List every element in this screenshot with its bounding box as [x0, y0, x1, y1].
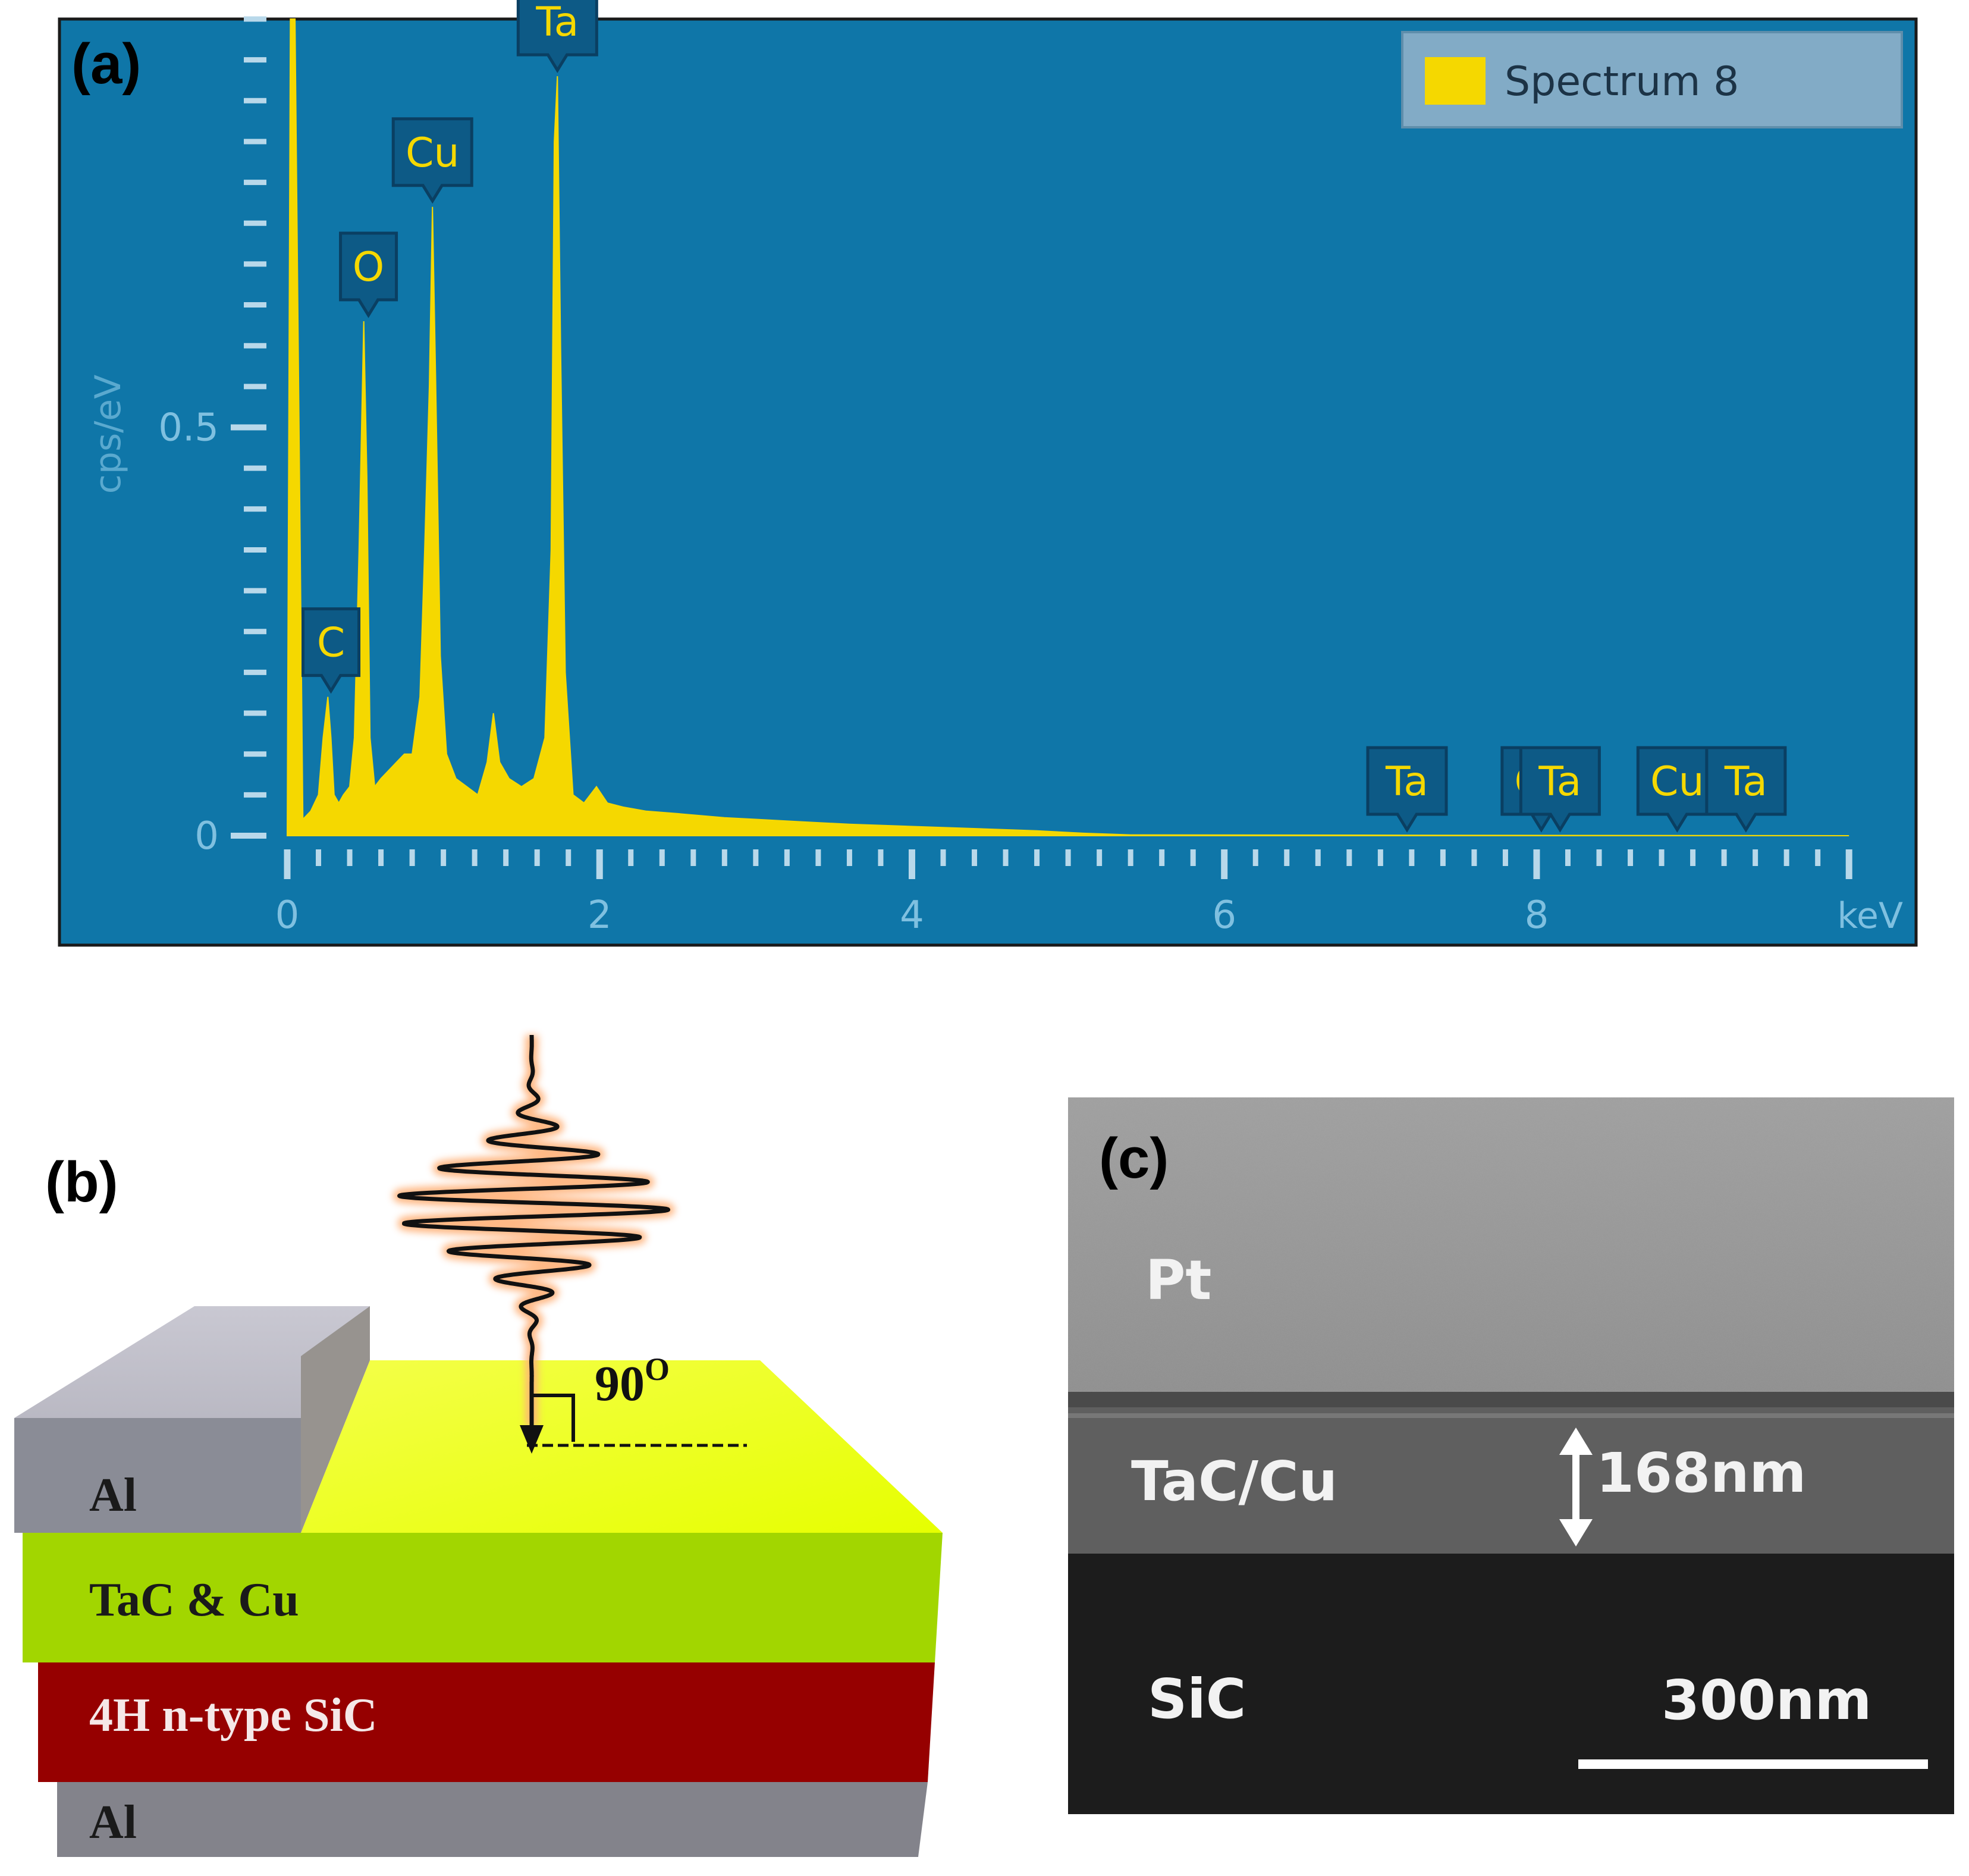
peak-marker [1366, 746, 1448, 833]
peak-label-ta: Ta [1705, 746, 1787, 833]
panel-c-label: (c) [1099, 1127, 1169, 1190]
y-axis: 00.5 [158, 16, 266, 858]
peak-marker [516, 0, 598, 73]
x-tick-label: 8 [1525, 893, 1549, 937]
substrate-label: 4H n-type SiC [89, 1689, 378, 1742]
peak-label-o: O [339, 231, 398, 318]
light-wave-packet [397, 1033, 671, 1428]
x-axis-label: keV [1837, 895, 1903, 937]
bottom-contact-label: Al [89, 1796, 137, 1849]
right-angle-marker [532, 1394, 575, 1442]
spectrum-series [286, 18, 1849, 836]
peak-marker [391, 117, 473, 204]
thickness-arrow-up-icon [1559, 1428, 1593, 1455]
sem-film-edge [1068, 1413, 1954, 1418]
top-contact-label: Al [89, 1469, 137, 1521]
arrow-head-icon [520, 1425, 544, 1454]
peak-element-label: Ta [1724, 758, 1767, 805]
top-contact-side-face [301, 1306, 370, 1533]
sem-pt-label: Pt [1145, 1248, 1211, 1312]
peak-label-c: C [302, 607, 361, 694]
peak-label-ta: Ta [1519, 746, 1601, 833]
peak-element-label: Cu [406, 130, 460, 177]
sem-texture [1068, 1097, 1954, 1407]
x-axis: 0 2 4 6 8 [275, 849, 1852, 937]
angle-label: 90O [595, 1351, 670, 1411]
peak-marker [302, 607, 361, 694]
peak-element-label: Ta [1538, 758, 1581, 805]
legend: Spectrum 8 [1401, 31, 1903, 128]
peak-marker [1519, 746, 1601, 833]
sem-substrate-label: SiC [1148, 1667, 1246, 1731]
thickness-arrow-down-icon [1559, 1519, 1593, 1546]
peak-label-ta: Ta [516, 0, 598, 73]
scalebar [1578, 1759, 1928, 1769]
panel-a-label: (a) [71, 32, 141, 96]
legend-swatch [1425, 57, 1486, 105]
sem-film-region [1068, 1407, 1954, 1554]
y-axis-label: cps/eV [87, 375, 129, 494]
peak-element-label: Ta [535, 0, 579, 46]
peak-label-cu: Cu [391, 117, 473, 204]
peak-marker [1705, 746, 1787, 833]
panel-c-sem-image: (c) Pt TaC/Cu SiC 168nm 300nm [1068, 1097, 1954, 1814]
peak-label-ta: Ta [1366, 746, 1448, 833]
peak-element-label: C [317, 620, 345, 667]
y-tick-label: 0 [194, 814, 219, 858]
film-layer [23, 1533, 943, 1662]
sem-film-label: TaC/Cu [1131, 1450, 1337, 1513]
x-tick-label: 6 [1212, 893, 1236, 937]
peak-label-cu: Cu [1636, 746, 1718, 833]
x-tick-label: 2 [588, 893, 612, 937]
peak-marker [339, 231, 398, 318]
film-label: TaC & Cu [89, 1574, 299, 1626]
peak-element-label: O [353, 244, 385, 291]
panel-b-device: 90O Al TaC & Cu 4H n-type SiC Al (b) [14, 1028, 943, 1857]
top-contact-front-face [14, 1418, 301, 1533]
y-tick-label: 0.5 [158, 406, 219, 450]
sem-substrate-region [1068, 1554, 1954, 1814]
scalebar-label: 300nm [1662, 1668, 1871, 1732]
peak-element-label: Cu [1650, 758, 1704, 805]
panel-b-label: (b) [45, 1150, 118, 1214]
thickness-label: 168nm [1596, 1441, 1806, 1505]
legend-label: Spectrum 8 [1505, 58, 1739, 105]
peak-labels: COCuTaTaCuTaCuTa [302, 0, 1787, 833]
x-tick-label: 0 [275, 893, 300, 937]
x-tick-label: 4 [900, 893, 924, 937]
bottom-contact-layer [57, 1782, 928, 1857]
peak-element-label: Ta [1385, 758, 1428, 805]
substrate-layer [38, 1662, 935, 1782]
sem-interface-dark [1068, 1392, 1954, 1407]
